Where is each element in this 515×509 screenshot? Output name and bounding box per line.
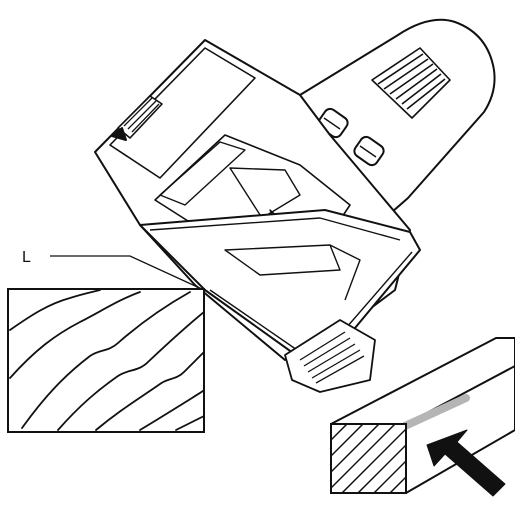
base-shoe — [139, 209, 421, 359]
drum-fins — [299, 331, 365, 384]
wood-grain-panel — [7, 288, 205, 433]
board-diagram — [330, 337, 515, 497]
switch-button-lower — [353, 135, 385, 167]
rear-drum — [284, 319, 376, 393]
callout-l: L — [22, 249, 205, 291]
callout-leader — [50, 255, 205, 291]
callout-label: L — [22, 249, 31, 266]
marked-edge — [401, 394, 470, 430]
vent-grille — [371, 47, 451, 119]
end-grain-hatch — [331, 424, 406, 493]
top-plate — [109, 47, 256, 179]
planer-tool — [94, 18, 496, 393]
arrow-icon — [426, 429, 506, 497]
